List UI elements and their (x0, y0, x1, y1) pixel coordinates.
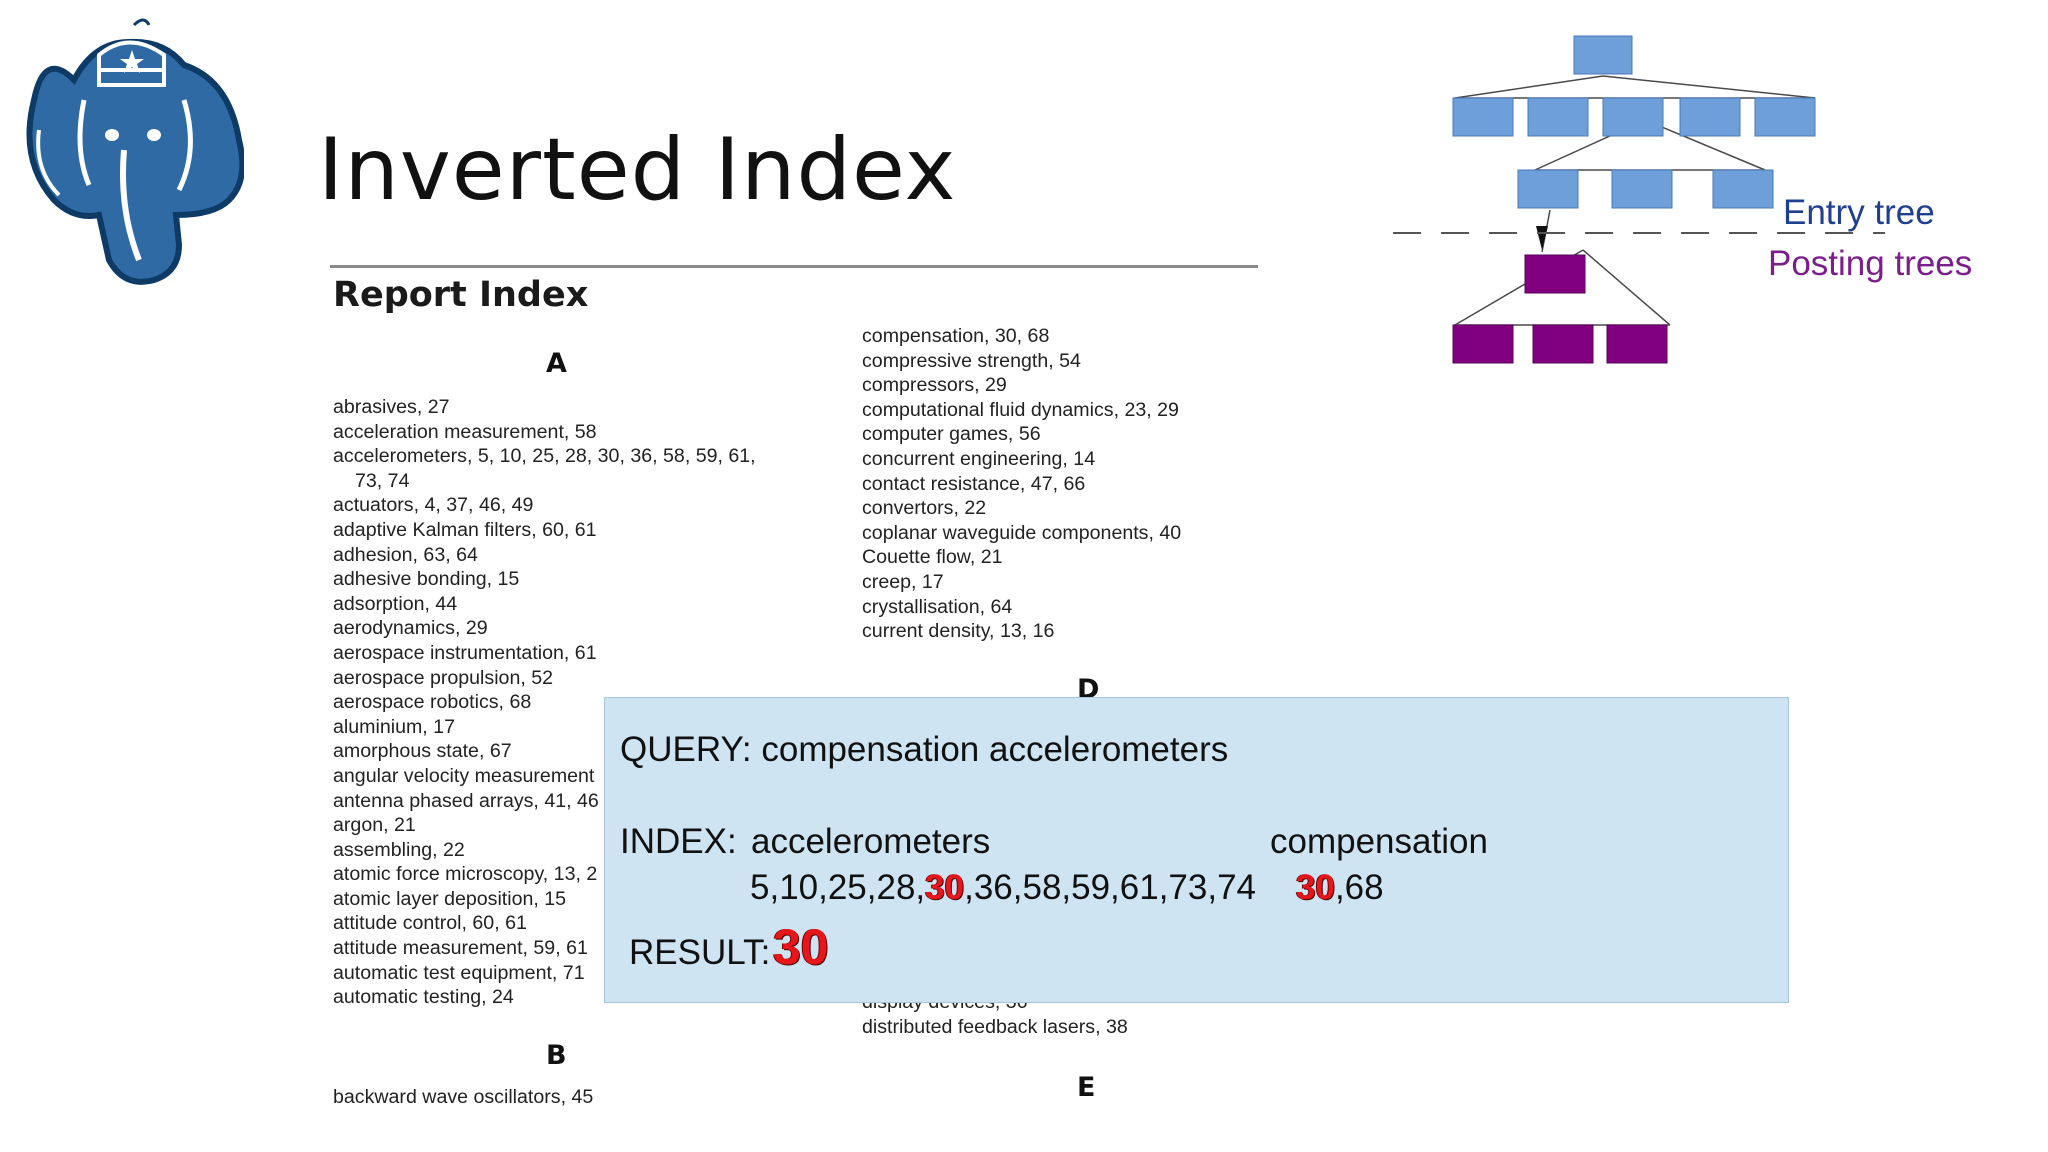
term-compensation: compensation (1270, 822, 1488, 861)
index-entry: computer games, 56 (862, 423, 1041, 446)
index-entry: computational fluid dynamics, 23, 29 (862, 398, 1179, 421)
index-entry: adhesion, 63, 64 (333, 543, 478, 566)
index-divider (330, 265, 1258, 268)
postings-text: ,36,58,59,61,73,74 (964, 868, 1257, 907)
index-entry: Couette flow, 21 (862, 546, 1003, 569)
result-label: RESULT: (629, 933, 771, 972)
term-accelerometers: accelerometers (751, 822, 991, 861)
index-entry: automatic test equipment, 71 (333, 961, 585, 984)
postings-match: 30 (1296, 868, 1335, 907)
postings-accelerometers: 5,10,25,28,30,36,58,59,61,73,74 (750, 868, 1256, 908)
gin-tree-diagram: Entry tree Posting trees (1393, 35, 1972, 364)
index-entry: atomic layer deposition, 15 (333, 887, 567, 910)
index-entry: compensation, 30, 68 (862, 325, 1050, 347)
index-entry: amorphous state, 67 (333, 740, 512, 763)
index-entry: 73, 74 (355, 469, 410, 492)
index-entry: creep, 17 (862, 570, 944, 593)
letter-a: A (546, 348, 567, 379)
slide-title: Inverted Index (318, 120, 957, 220)
index-entry: adaptive Kalman filters, 60, 61 (333, 518, 597, 541)
index-entry: aerospace propulsion, 52 (333, 666, 554, 689)
entry-tree-label: Entry tree (1783, 193, 1935, 232)
index-entry: acceleration measurement, 58 (333, 420, 597, 443)
index-entry: atomic force microscopy, 13, 2 (333, 863, 598, 886)
query-panel: QUERY: compensation accelerometers INDEX… (604, 697, 1789, 1003)
index-entry: attitude measurement, 59, 61 (333, 937, 588, 960)
postings-text: ,68 (1334, 868, 1384, 907)
postgresql-elephant-logo (26, 18, 244, 285)
index-entry: convertors, 22 (862, 497, 987, 520)
index-entry: compressors, 29 (862, 374, 1007, 397)
index-entry: compressive strength, 54 (862, 349, 1081, 372)
index-entry: abrasives, 27 (333, 396, 450, 418)
index-right-column: compensation, 30, 68 compressive strengt… (862, 324, 1181, 644)
index-entry: assembling, 22 (333, 838, 465, 861)
index-entry: actuators, 4, 37, 46, 49 (333, 494, 534, 517)
index-entry: crystallisation, 64 (862, 595, 1013, 618)
index-entry: backward wave oscillators, 45 (333, 1086, 594, 1108)
letter-b: B (546, 1040, 567, 1071)
index-left-column: abrasives, 27 acceleration measurement, … (333, 395, 756, 1010)
index-entry: automatic testing, 24 (333, 986, 514, 1009)
index-entry: aerospace robotics, 68 (333, 691, 532, 714)
index-entry: aerodynamics, 29 (333, 617, 488, 640)
query-line: QUERY: compensation accelerometers (620, 730, 1229, 769)
postings-match: 30 (925, 868, 965, 907)
index-label: INDEX: (620, 822, 737, 861)
index-entry: antenna phased arrays, 41, 46 (333, 789, 599, 812)
index-entry: aerospace instrumentation, 61 (333, 641, 597, 664)
index-entry: contact resistance, 47, 66 (862, 472, 1086, 495)
postings-text: 5,10,25,28, (750, 868, 926, 907)
index-entry: accelerometers, 5, 10, 25, 28, 30, 36, 5… (333, 445, 756, 468)
index-entry: coplanar waveguide components, 40 (862, 521, 1182, 544)
arrow-icon (1536, 226, 1548, 250)
index-entry: adhesive bonding, 15 (333, 568, 520, 591)
index-b-column: backward wave oscillators, 45 (333, 1085, 593, 1110)
index-entry: concurrent engineering, 14 (862, 447, 1096, 470)
posting-trees-label: Posting trees (1768, 244, 1972, 283)
index-entry: attitude control, 60, 61 (333, 912, 527, 935)
index-entry: angular velocity measurement (333, 764, 595, 787)
letter-e: E (1077, 1072, 1096, 1103)
report-index-heading: Report Index (333, 275, 589, 315)
index-entry: argon, 21 (333, 814, 416, 837)
index-entry: distributed feedback lasers, 38 (862, 1015, 1128, 1038)
result-value: 30 (773, 919, 829, 975)
index-entry: aluminium, 17 (333, 715, 455, 738)
index-entry: adsorption, 44 (333, 592, 458, 615)
index-entry: current density, 13, 16 (862, 620, 1055, 643)
postings-compensation: 30,68 (1296, 868, 1384, 908)
